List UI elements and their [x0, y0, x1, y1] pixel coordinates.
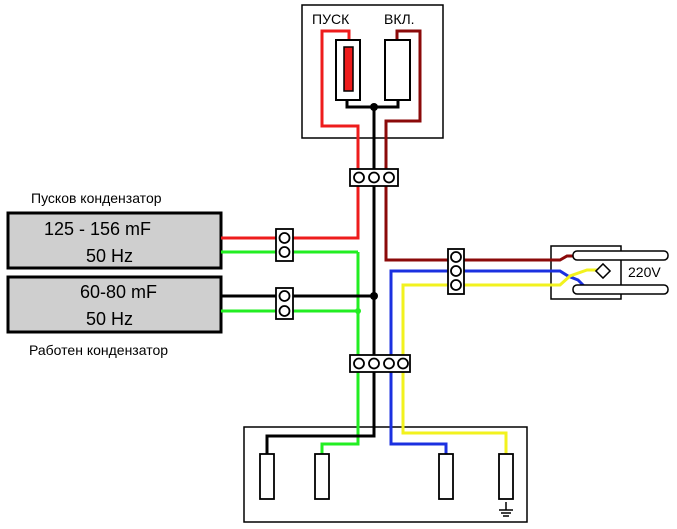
run-capacitor-frequency: 50 Hz — [86, 309, 133, 329]
plug-ground-contact — [594, 262, 612, 280]
motor-terminal-3 — [438, 453, 454, 500]
start-switch-label: ПУСК — [312, 11, 350, 27]
start-capacitor-body — [6, 211, 223, 270]
run-capacitor-body — [6, 275, 223, 334]
motor-terminal-earth — [498, 453, 514, 500]
wire-green-main — [320, 252, 360, 454]
terminal-block-start-capacitor — [275, 228, 294, 262]
junction-dot-green — [355, 308, 361, 314]
junction-dot-middle — [370, 292, 378, 300]
wire-black-main — [265, 107, 376, 454]
start-switch-indicator — [343, 46, 354, 92]
plug-pin-bottom — [572, 284, 669, 295]
terminal-block-top — [349, 168, 399, 187]
motor-terminal-box — [243, 426, 528, 523]
start-capacitor-frequency: 50 Hz — [86, 246, 133, 266]
on-switch-label: ВКЛ. — [384, 11, 415, 27]
start-capacitor-capacitance: 125 - 156 mF — [44, 219, 151, 239]
ground-symbol-icon — [499, 502, 513, 517]
plug-voltage-label: 220V — [628, 264, 661, 280]
start-capacitor-title: Пусков кондензатор — [31, 190, 162, 206]
motor-terminal-2 — [314, 453, 330, 500]
terminal-block-bottom — [349, 354, 411, 373]
wire-red — [221, 29, 360, 240]
plug-pin-top — [572, 250, 669, 261]
wire-dark-red — [384, 29, 630, 262]
junction-dot-top — [370, 103, 378, 111]
run-capacitor-title: Работен кондензатор — [29, 342, 168, 358]
run-capacitor-capacitance: 60-80 mF — [80, 282, 157, 302]
motor-terminal-1 — [259, 453, 275, 500]
wire-yellow — [401, 268, 603, 454]
on-switch-contact — [384, 39, 411, 101]
terminal-block-run-capacitor — [275, 287, 294, 320]
terminal-block-power — [447, 248, 465, 295]
